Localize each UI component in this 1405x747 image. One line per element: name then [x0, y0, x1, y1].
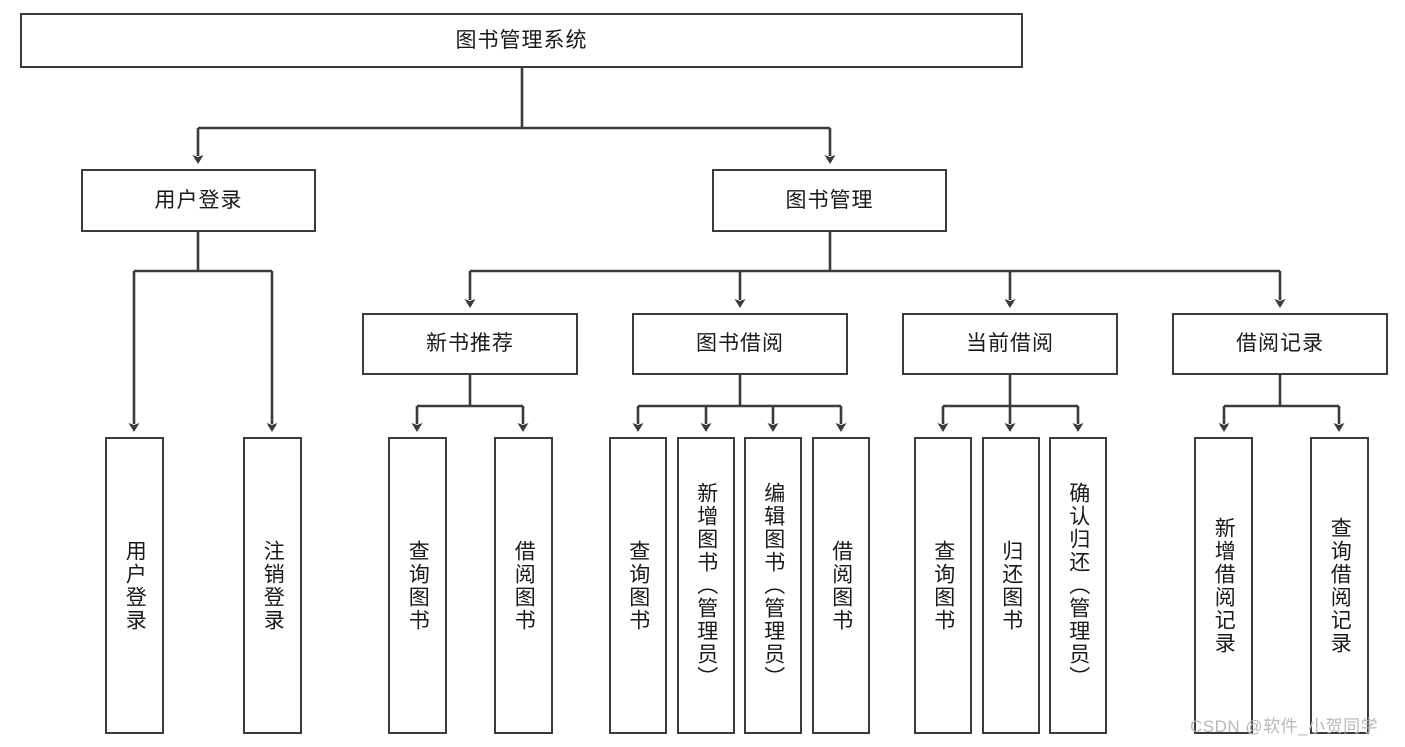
leaf-current-borrow-query[interactable]: 查询图书: [914, 437, 972, 734]
node-label: 查询图书: [931, 539, 955, 632]
leaf-borrow-record-add[interactable]: 新增借阅记录: [1194, 437, 1253, 734]
leaf-new-book-borrow[interactable]: 借阅图书: [494, 437, 553, 734]
leaf-new-book-query[interactable]: 查询图书: [388, 437, 447, 734]
leaf-book-borrow-query[interactable]: 查询图书: [609, 437, 667, 734]
node-label: 归还图书: [999, 539, 1023, 632]
node-current-borrow[interactable]: 当前借阅: [902, 313, 1118, 375]
node-label: 查询图书: [626, 539, 650, 632]
node-label: 图书管理系统: [455, 28, 588, 52]
node-label: 用户登录: [123, 539, 147, 632]
node-label: 新书推荐: [426, 332, 514, 356]
node-label: 确认归还（管理员）: [1066, 482, 1090, 689]
node-label: 用户登录: [154, 188, 243, 212]
node-label: 新增借阅记录: [1212, 516, 1236, 655]
node-label: 借阅记录: [1236, 332, 1324, 356]
node-label: 查询借阅记录: [1328, 516, 1352, 655]
leaf-borrow-record-query[interactable]: 查询借阅记录: [1310, 437, 1369, 734]
leaf-book-borrow-add[interactable]: 新增图书（管理员）: [677, 437, 735, 734]
csdn-watermark: CSDN @软件_小贺同学: [1190, 717, 1379, 736]
leaf-current-borrow-return[interactable]: 归还图书: [982, 437, 1040, 734]
node-label: 当前借阅: [966, 332, 1054, 356]
node-label: 查询图书: [406, 539, 430, 632]
node-user-login[interactable]: 用户登录: [81, 169, 316, 232]
node-label: 图书管理: [785, 188, 874, 212]
leaf-book-borrow-borrow[interactable]: 借阅图书: [812, 437, 870, 734]
leaf-user-login-logout[interactable]: 注销登录: [243, 437, 302, 734]
leaf-book-borrow-edit[interactable]: 编辑图书（管理员）: [744, 437, 802, 734]
leaf-current-borrow-confirm-return[interactable]: 确认归还（管理员）: [1049, 437, 1107, 734]
node-label: 新增图书（管理员）: [694, 482, 718, 689]
node-borrow-record[interactable]: 借阅记录: [1172, 313, 1388, 375]
node-book-management[interactable]: 图书管理: [712, 169, 947, 232]
node-label: 借阅图书: [829, 539, 853, 632]
node-label: 图书借阅: [696, 332, 784, 356]
node-new-book-recommend[interactable]: 新书推荐: [362, 313, 578, 375]
node-book-borrow[interactable]: 图书借阅: [632, 313, 848, 375]
node-root-book-management-system[interactable]: 图书管理系统: [20, 13, 1023, 68]
leaf-user-login-login[interactable]: 用户登录: [105, 437, 164, 734]
node-label: 借阅图书: [512, 539, 536, 632]
node-label: 编辑图书（管理员）: [761, 482, 785, 689]
node-label: 注销登录: [261, 539, 285, 632]
